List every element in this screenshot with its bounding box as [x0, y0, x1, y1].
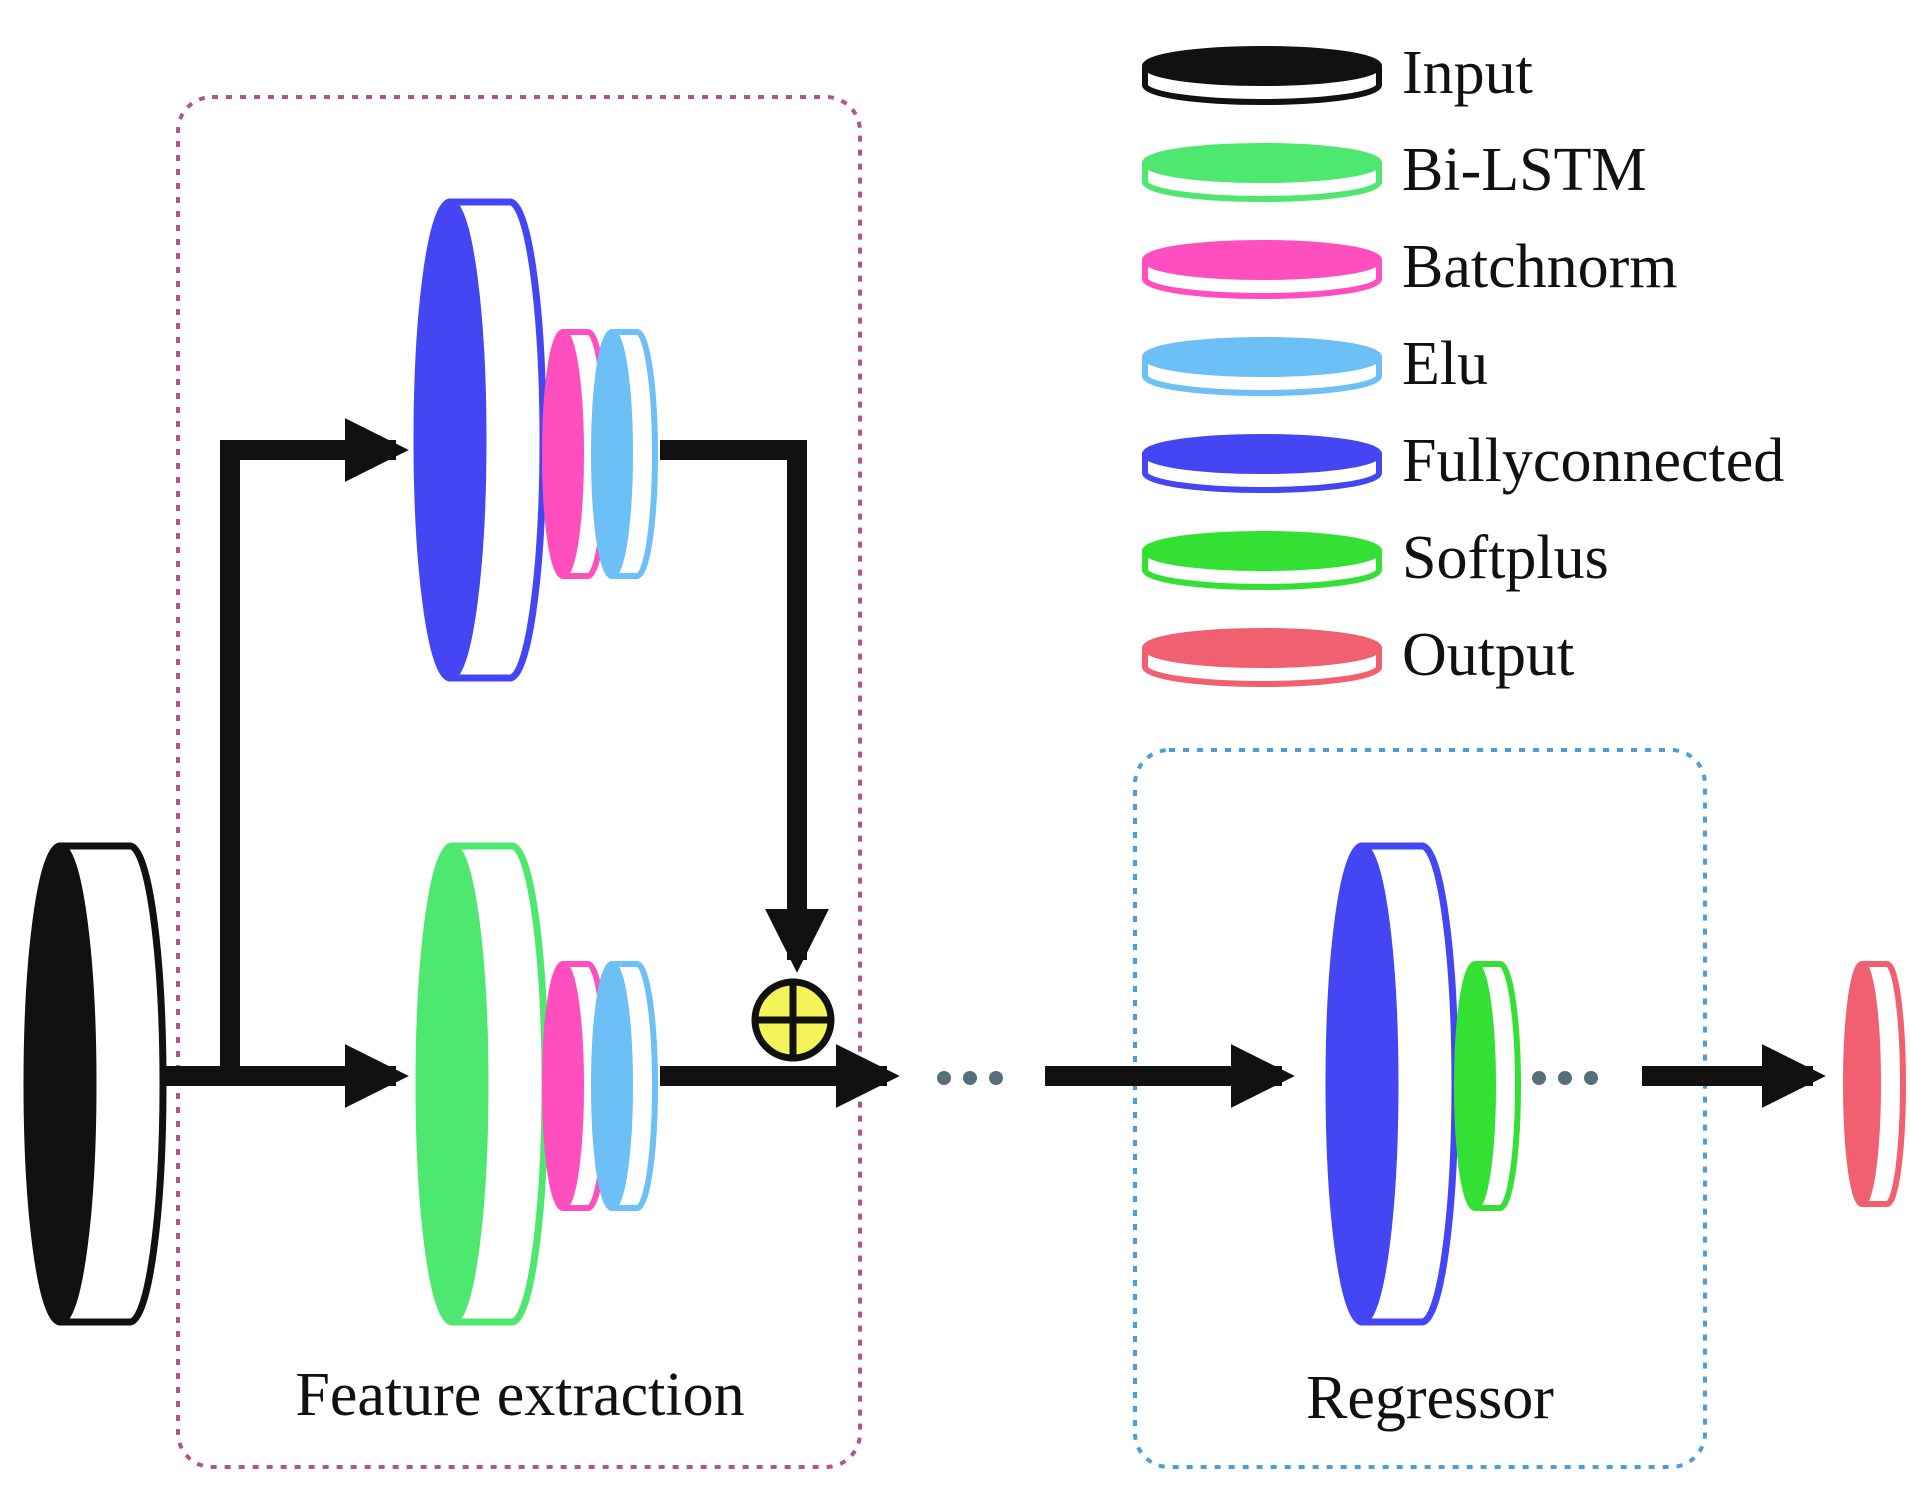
softplus-swatch — [1142, 531, 1382, 590]
fc-branch-to-adder-arrow — [660, 440, 830, 973]
circle-plus-icon — [751, 978, 835, 1062]
elu-swatch — [1142, 337, 1382, 396]
branch-to-fc-arrow — [220, 417, 409, 1076]
connection-arrows — [140, 417, 1826, 1109]
regressor-label: Regressor — [1306, 1364, 1554, 1432]
legend-label-fullyconnected: Fullyconnected — [1402, 427, 1784, 495]
bilstm-layer-disk — [415, 842, 549, 1326]
fullyconnected-layer-disk — [413, 198, 547, 682]
legend-item-batchnorm: Batchnorm — [1142, 233, 1678, 301]
input-layer-disk — [23, 842, 167, 1326]
legend-item-fullyconnected: Fullyconnected — [1142, 427, 1784, 495]
output-swatch — [1142, 628, 1382, 687]
legend-label-elu: Elu — [1402, 330, 1488, 398]
layer-disks — [23, 198, 1906, 1326]
batchnorm-swatch — [1142, 240, 1382, 299]
input-swatch — [1142, 46, 1382, 105]
bilstm-swatch — [1142, 143, 1382, 202]
legend-item-bilstm: Bi-LSTM — [1142, 136, 1647, 204]
elu-layer-disk — [591, 961, 658, 1211]
legend-label-input: Input — [1402, 39, 1533, 107]
legend-item-elu: Elu — [1142, 330, 1488, 398]
softplus-layer-disk — [1454, 961, 1521, 1211]
fullyconnected-swatch — [1142, 434, 1382, 493]
legend-item-softplus: Softplus — [1142, 524, 1609, 592]
legend-label-bilstm: Bi-LSTM — [1402, 136, 1647, 204]
legend-item-input: Input — [1142, 39, 1533, 107]
ellipsis-icon — [937, 1071, 1003, 1085]
ellipsis-icon — [1532, 1071, 1598, 1085]
legend-label-output: Output — [1402, 621, 1574, 689]
legend-label-softplus: Softplus — [1402, 524, 1609, 592]
legend-item-output: Output — [1142, 621, 1574, 689]
feature-extraction-label: Feature extraction — [295, 1361, 744, 1429]
legend-label-batchnorm: Batchnorm — [1402, 233, 1678, 301]
elu-layer-disk — [591, 329, 658, 579]
output-layer-disk — [1843, 961, 1906, 1207]
fullyconnected-layer-disk — [1325, 842, 1459, 1326]
feature-extraction-box — [176, 95, 862, 1469]
